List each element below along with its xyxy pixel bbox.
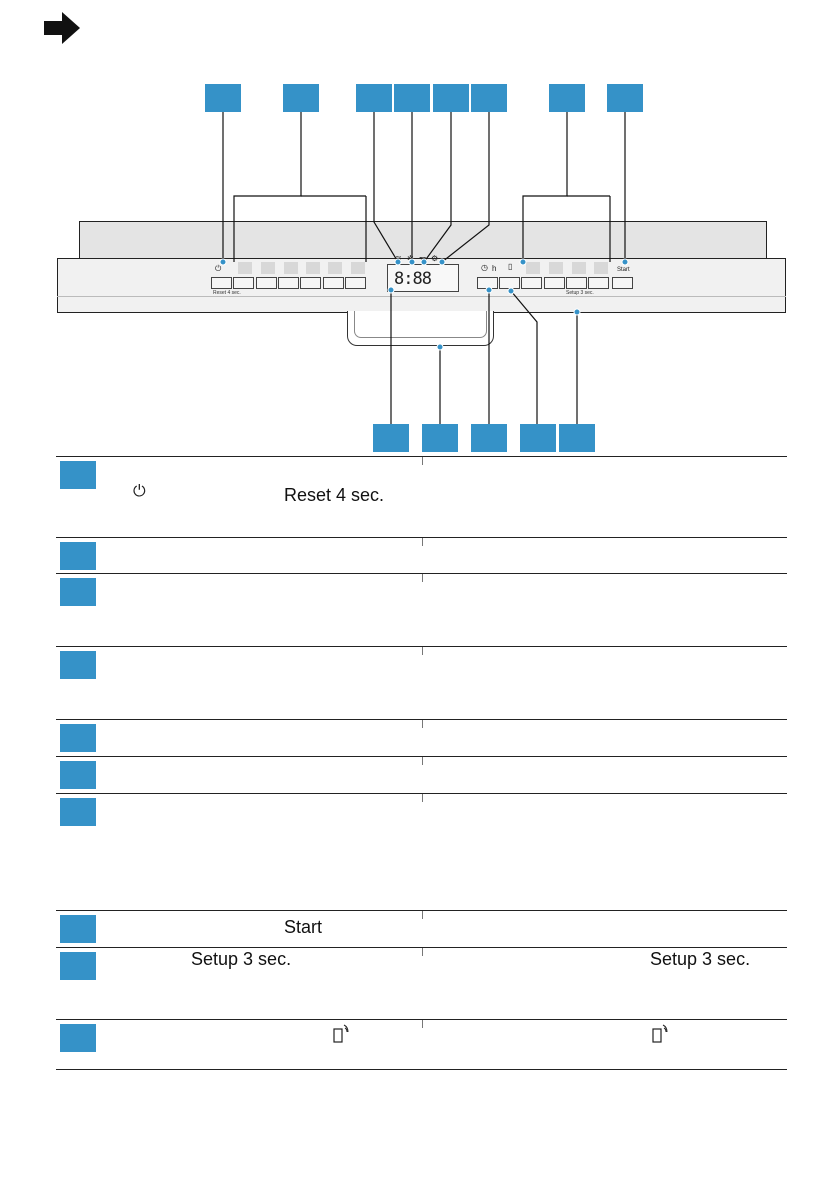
salt-icon: ✲ — [407, 254, 414, 263]
display-digits: 8:88 — [394, 269, 432, 289]
callout-bottom-1 — [373, 424, 409, 452]
control-panel-illustration: ⏻ Reset 4 sec. ≋ ✲ ᯤ ⚙ 8:88 ◷ h ▯ Start … — [0, 0, 839, 460]
legend-row — [56, 756, 787, 793]
program-indicator — [238, 262, 252, 274]
callout-top-2 — [283, 84, 319, 112]
callout-row-10 — [60, 1024, 96, 1052]
callout-row-8 — [60, 915, 96, 943]
option-button[interactable] — [588, 277, 609, 289]
column-divider — [422, 1020, 423, 1028]
option-indicator — [572, 262, 586, 274]
right-arrow-icon — [44, 12, 80, 44]
callout-top-6 — [471, 84, 507, 112]
column-divider — [422, 647, 423, 655]
door-handle-recess — [354, 311, 487, 338]
legend-row — [56, 573, 787, 646]
column-divider — [422, 574, 423, 582]
column-divider — [422, 538, 423, 546]
power-icon: ⏻ — [215, 264, 222, 273]
reset-label-small: Reset 4 sec. — [213, 290, 241, 296]
legend-table: ⏻ Reset 4 sec. Start Setup 3 sec. Setup … — [56, 456, 787, 1070]
program-button[interactable] — [345, 277, 366, 289]
setup-label-small: Setup 3 sec. — [566, 290, 594, 296]
column-divider — [422, 794, 423, 802]
program-button[interactable] — [233, 277, 254, 289]
callout-row-4 — [60, 651, 96, 679]
legend-row: ⏻ Reset 4 sec. — [56, 456, 787, 537]
timer-icon: ◷ — [481, 263, 488, 272]
program-indicator — [351, 262, 365, 274]
callout-bottom-4 — [520, 424, 556, 452]
program-indicator — [261, 262, 275, 274]
callout-row-5 — [60, 724, 96, 752]
rinse-aid-icon: ≋ — [395, 254, 402, 263]
machine-care-icon: ⚙ — [431, 254, 439, 263]
callout-bottom-3 — [471, 424, 507, 452]
option-button[interactable] — [566, 277, 587, 289]
program-button[interactable] — [323, 277, 344, 289]
legend-row — [56, 1019, 787, 1070]
callout-row-2 — [60, 542, 96, 570]
column-divider — [422, 948, 423, 956]
callout-row-3 — [60, 578, 96, 606]
remote-start-icon — [652, 1024, 668, 1043]
callout-row-9 — [60, 952, 96, 980]
legend-row — [56, 646, 787, 719]
reset-label: Reset 4 sec. — [284, 485, 385, 505]
callout-row-1 — [60, 461, 96, 489]
start-label: Start — [284, 917, 323, 937]
callout-top-7 — [549, 84, 585, 112]
option-button[interactable] — [544, 277, 565, 289]
setup-label-right: Setup 3 sec. — [650, 949, 751, 969]
callout-top-4 — [394, 84, 430, 112]
callout-top-1 — [205, 84, 241, 112]
option-indicator — [549, 262, 563, 274]
program-button[interactable] — [300, 277, 321, 289]
panel-divider — [57, 296, 786, 297]
column-divider — [422, 757, 423, 765]
wifi-icon: ᯤ — [419, 254, 427, 263]
callout-row-6 — [60, 761, 96, 789]
legend-row: Start — [56, 910, 787, 947]
callout-top-8 — [607, 84, 643, 112]
timer-label: h — [492, 264, 497, 273]
legend-row — [56, 719, 787, 756]
program-indicator — [284, 262, 298, 274]
callout-top-3 — [356, 84, 392, 112]
setup-label: Setup 3 sec. — [191, 949, 292, 969]
callout-bottom-5 — [559, 424, 595, 452]
option-indicator — [526, 262, 540, 274]
start-label: Start — [617, 267, 630, 273]
remote-start-icon — [333, 1024, 349, 1043]
program-indicator — [306, 262, 320, 274]
power-icon: ⏻ — [133, 483, 146, 500]
remote-start-icon: ▯ — [508, 262, 513, 271]
leader-lines — [219, 112, 629, 424]
legend-row — [56, 793, 787, 910]
callout-bottom-2 — [422, 424, 458, 452]
column-divider — [422, 720, 423, 728]
option-button[interactable] — [521, 277, 542, 289]
program-indicator — [328, 262, 342, 274]
door-top — [79, 221, 767, 259]
callout-row-7 — [60, 798, 96, 826]
column-divider — [422, 457, 423, 465]
door-handle — [347, 311, 494, 346]
legend-row — [56, 537, 787, 573]
legend-row: Setup 3 sec. Setup 3 sec. — [56, 947, 787, 1019]
program-button[interactable] — [278, 277, 299, 289]
program-button[interactable] — [256, 277, 277, 289]
power-button[interactable] — [211, 277, 232, 289]
callout-top-5 — [433, 84, 469, 112]
option-indicator — [594, 262, 608, 274]
start-button[interactable] — [612, 277, 633, 289]
column-divider — [422, 911, 423, 919]
